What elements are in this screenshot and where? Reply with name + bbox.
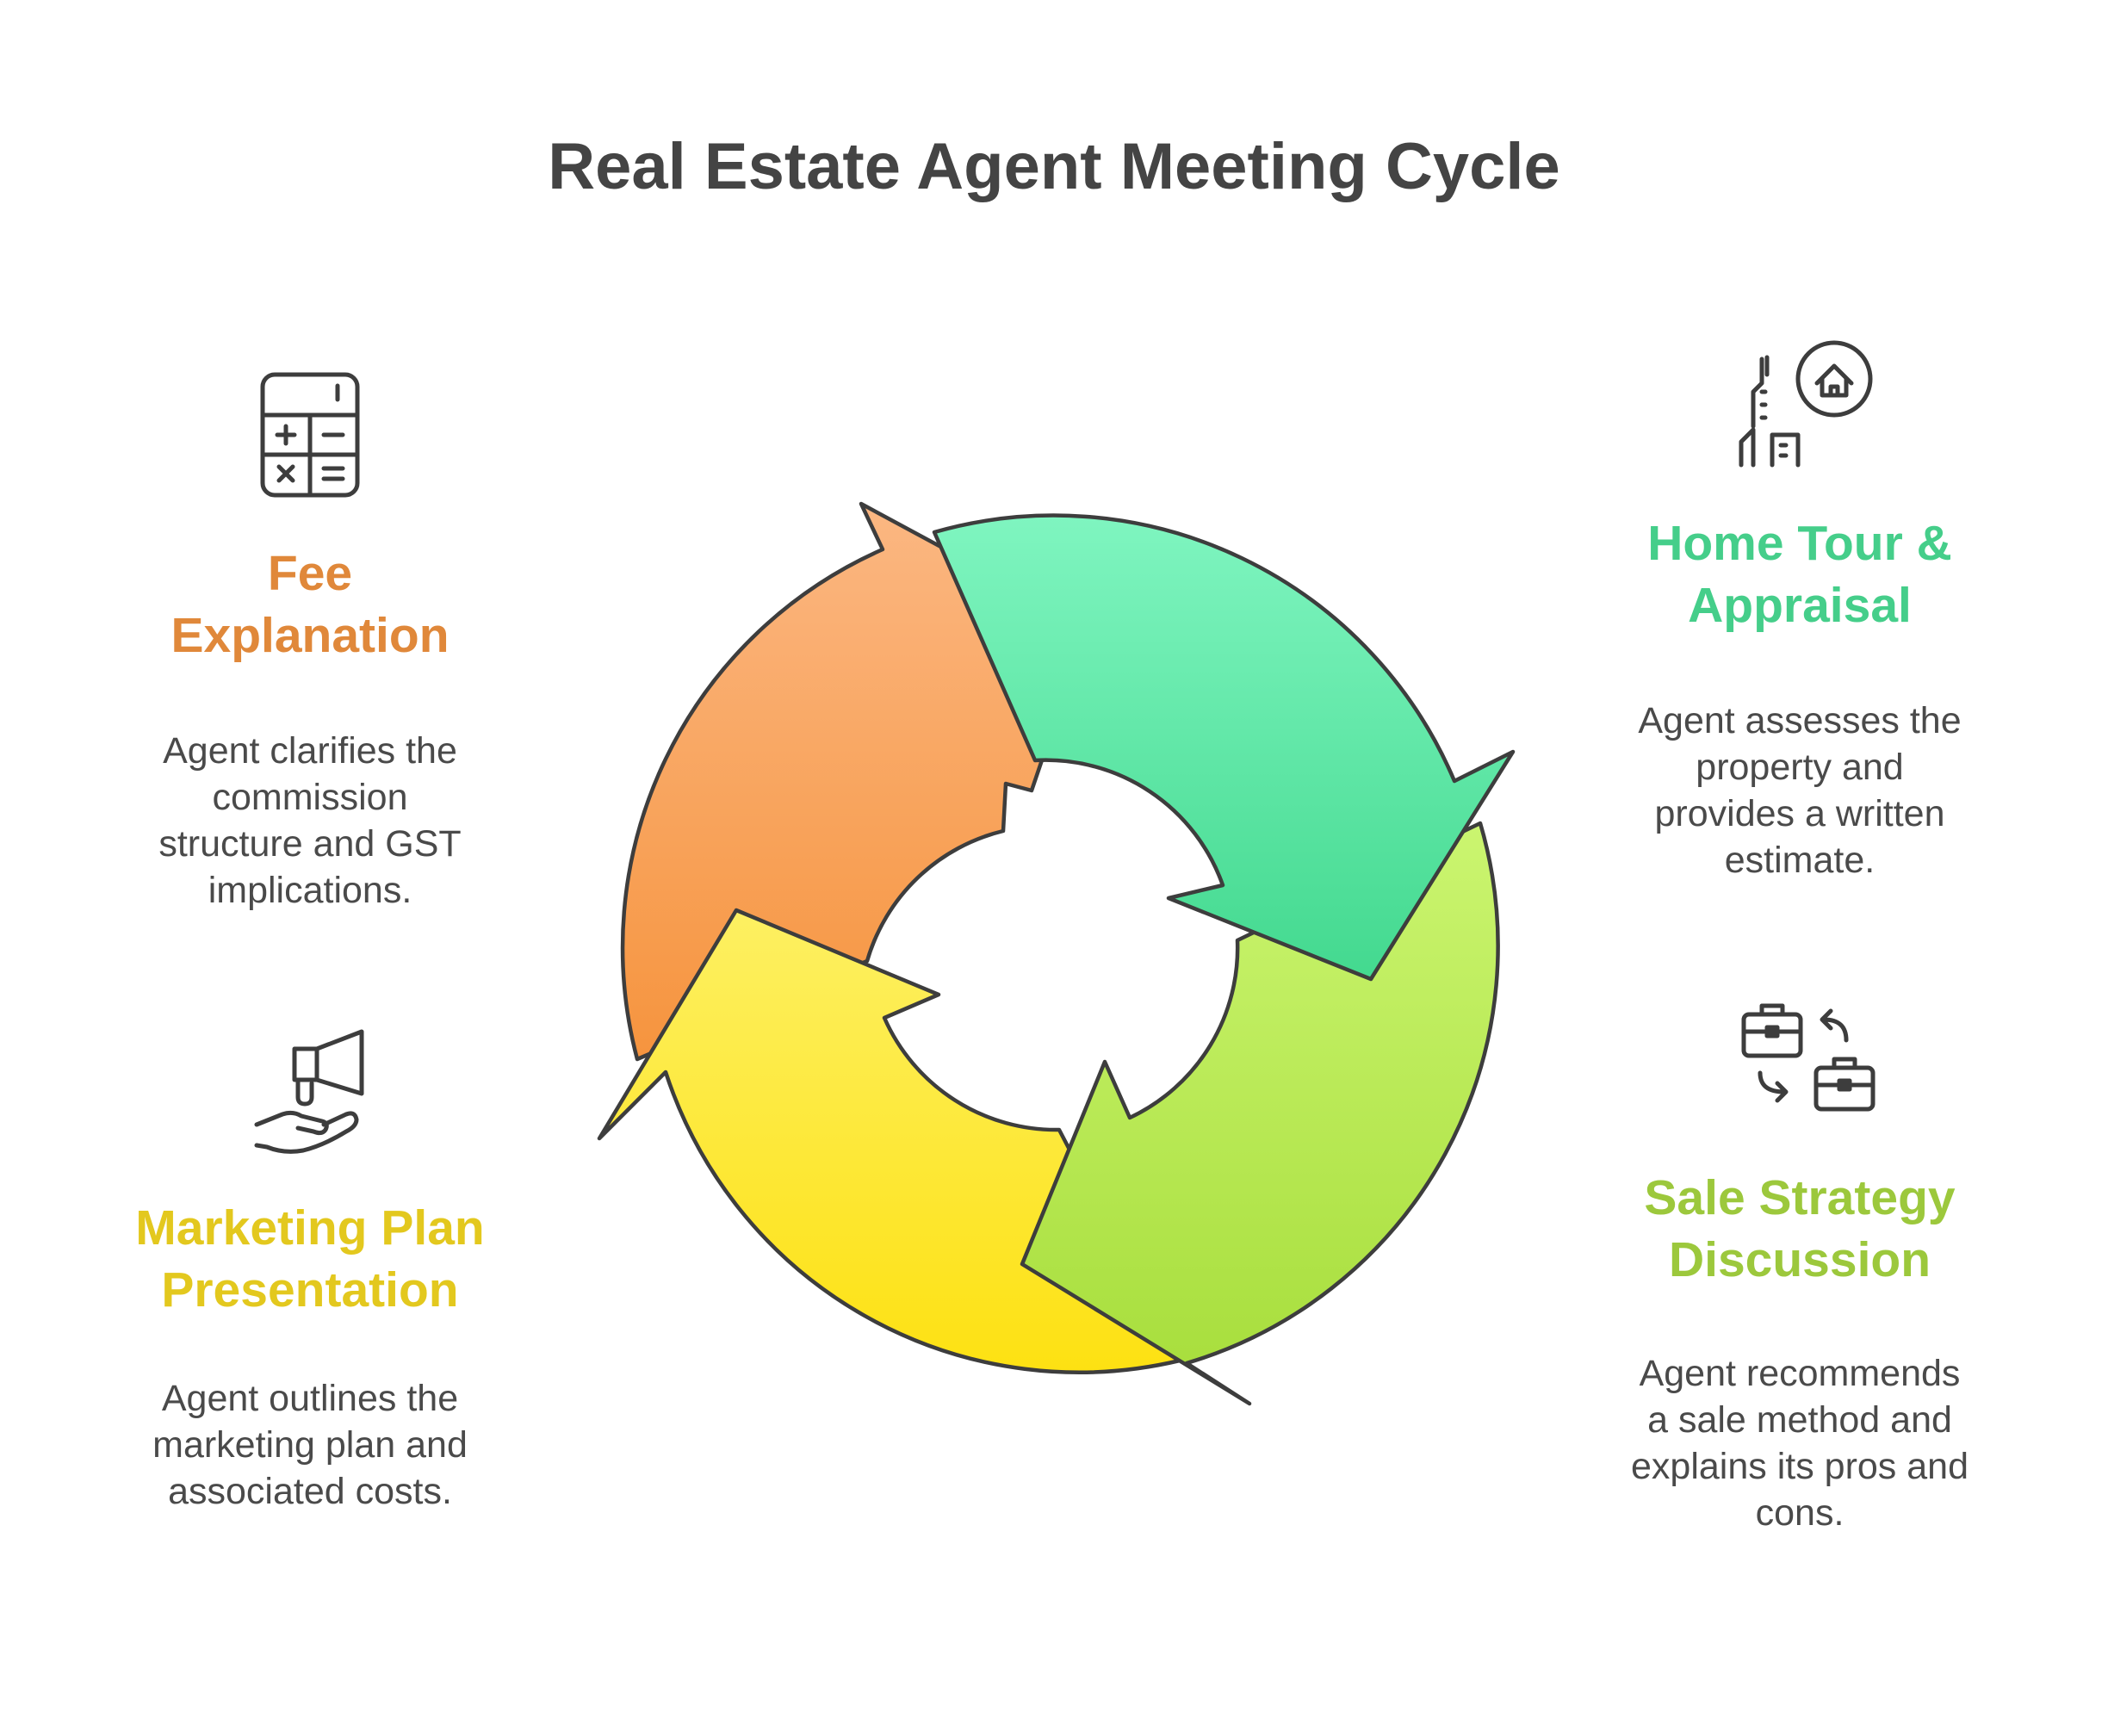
marketing-description: Agent outlines the marketing plan and as…: [34, 1375, 586, 1515]
home-tour-desc-line: property and: [1696, 747, 1904, 788]
marketing-desc-line: Agent outlines the: [161, 1378, 459, 1419]
home-tour-desc-line: provides a written: [1654, 793, 1945, 834]
megaphone-hand-icon: [254, 1029, 364, 1154]
sale-strategy-desc-line: a sale method and: [1647, 1399, 1952, 1441]
fee-heading: Fee Explanation: [52, 542, 568, 666]
fee-desc-line: structure and GST: [158, 823, 462, 865]
calculator-icon: [260, 372, 360, 498]
home-tour-heading: Home Tour & Appraisal: [1533, 512, 2067, 636]
sale-strategy-heading: Sale Strategy Discussion: [1533, 1167, 2067, 1291]
city-home-icon: [1739, 340, 1873, 468]
marketing-desc-line: marketing plan and: [152, 1424, 468, 1466]
page-title: Real Estate Agent Meeting Cycle: [548, 130, 1560, 203]
fee-desc-line: commission: [212, 777, 408, 818]
home-tour-description: Agent assesses the property and provides…: [1533, 698, 2067, 884]
home-tour-desc-line: estimate.: [1724, 840, 1876, 881]
marketing-heading-line: Presentation: [161, 1262, 459, 1318]
sale-strategy-desc-line: cons.: [1755, 1492, 1844, 1534]
sale-strategy-heading-line: Discussion: [1668, 1232, 1931, 1287]
sale-strategy-description: Agent recommends a sale method and expla…: [1533, 1350, 2067, 1536]
sale-strategy-heading-line: Sale Strategy: [1644, 1170, 1956, 1225]
fee-description: Agent clarifies the commission structure…: [52, 728, 568, 914]
home-tour-arrow: [932, 513, 1516, 982]
marketing-heading-line: Marketing Plan: [135, 1200, 485, 1256]
fee-desc-line: implications.: [208, 870, 412, 911]
home-tour-desc-line: Agent assesses the: [1638, 700, 1962, 741]
sale-strategy-desc-line: Agent recommends: [1639, 1353, 1961, 1394]
marketing-heading: Marketing Plan Presentation: [34, 1197, 586, 1321]
fee-desc-line: Agent clarifies the: [163, 730, 457, 772]
home-tour-heading-line: Home Tour &: [1647, 516, 1952, 571]
marketing-desc-line: associated costs.: [168, 1471, 452, 1512]
briefcase-exchange-icon: [1741, 1003, 1876, 1112]
home-tour-heading-line: Appraisal: [1688, 578, 1912, 633]
fee-heading-line: Explanation: [170, 608, 450, 663]
fee-heading-line: Fee: [267, 546, 353, 601]
sale-strategy-desc-line: explains its pros and: [1631, 1446, 1968, 1487]
